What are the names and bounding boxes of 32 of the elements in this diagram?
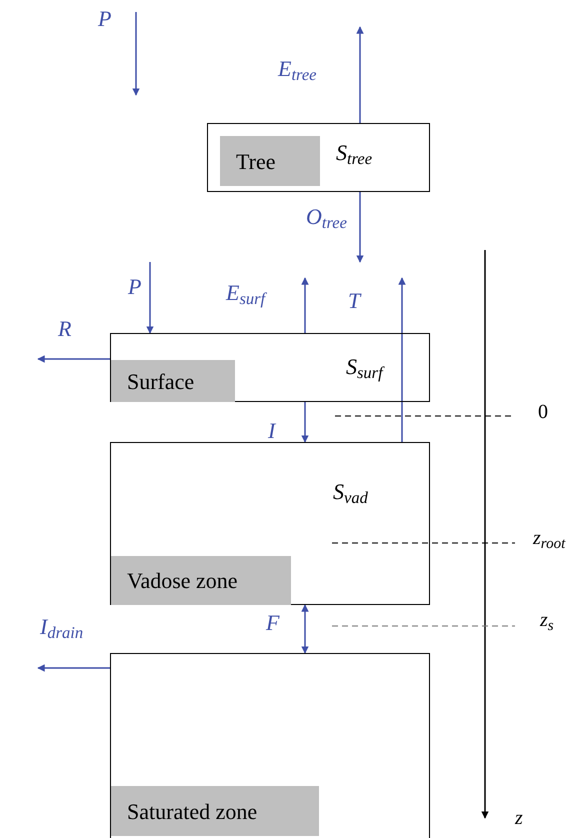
depth-label: z$_{s}$ [540,610,554,630]
zone-box [110,653,430,838]
depth-label: z [515,808,523,828]
zone-label: Tree [220,136,320,186]
flux-label: P [98,8,112,30]
zone-label: Saturated zone [111,786,319,836]
storage-symbol: S$_{vad}$ [333,481,368,503]
arrow [301,604,309,654]
arrow [398,277,406,442]
arrow [301,277,309,333]
zone-box [110,442,430,605]
arrow [356,192,364,263]
depth-label: z$_{root}$ [533,528,566,548]
zone-box [207,123,430,192]
zone-label: Surface [111,360,235,402]
storage-symbol: S$_{tree}$ [336,142,372,164]
edge-label: F [266,612,280,634]
edge-label: T [348,290,360,312]
zone-box [110,333,430,402]
arrow [37,664,110,672]
edge-label: O$_{tree}$ [306,206,347,228]
edge-label: P [128,276,142,298]
arrow [301,402,309,443]
zone-label: Vadose zone [111,556,291,605]
edge-label: I [268,420,276,442]
edge-label: E$_{tree}$ [278,58,316,80]
edge-label: R [58,318,72,340]
arrow [146,262,154,334]
arrow [356,26,364,123]
arrow [37,355,110,363]
edge-label: I$_{drain}$ [40,616,84,638]
depth-label: 0 [538,402,548,422]
